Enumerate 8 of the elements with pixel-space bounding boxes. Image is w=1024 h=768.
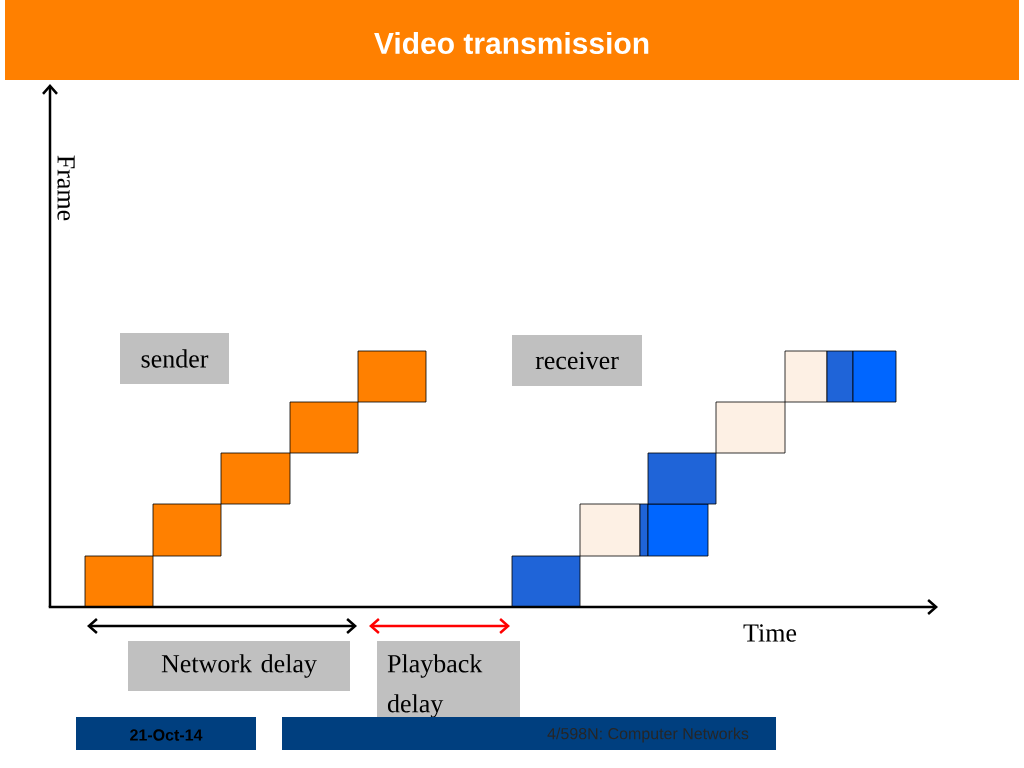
label-box: sender: [120, 333, 229, 384]
footer-date: 21-Oct-14: [130, 729, 203, 741]
label-box: receiver: [512, 335, 642, 386]
title: Video transmission: [374, 32, 649, 54]
axis-label: Frame: [57, 155, 75, 221]
label-box: Network delay: [128, 641, 350, 691]
footer-text: 4/598N: Computer Networks: [547, 727, 749, 743]
axis-label: Time: [743, 624, 797, 642]
